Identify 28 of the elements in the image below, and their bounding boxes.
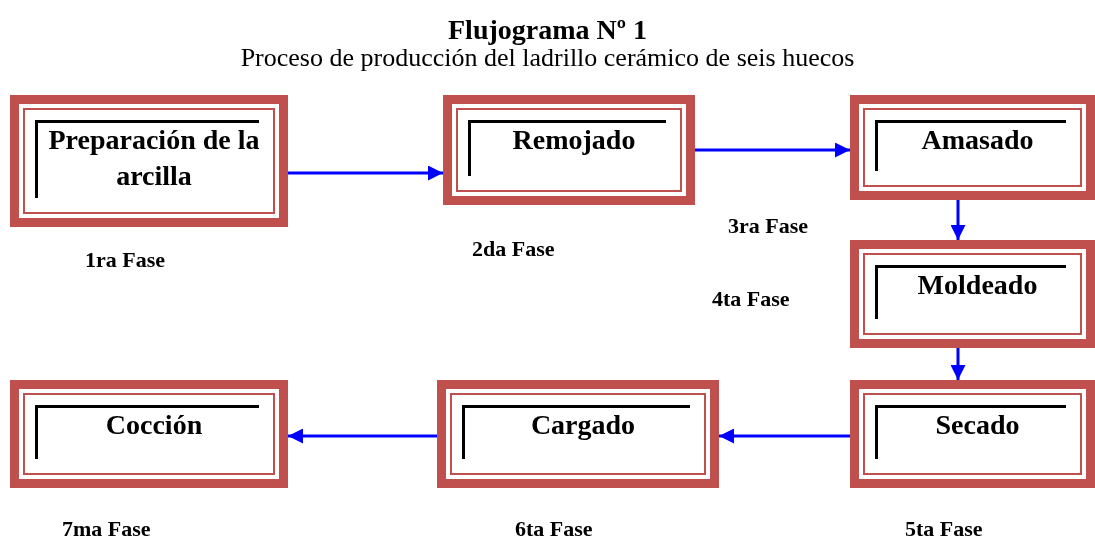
process-box bbox=[850, 380, 1095, 488]
process-box bbox=[443, 95, 695, 205]
box-label: Secado bbox=[934, 408, 1021, 442]
process-box bbox=[850, 95, 1095, 200]
phase-label: 1ra Fase bbox=[85, 247, 166, 273]
box-label: Cargado bbox=[529, 408, 637, 442]
process-box bbox=[10, 95, 288, 227]
phase-label: 5ta Fase bbox=[905, 516, 983, 542]
box-label: Moldeado bbox=[916, 268, 1039, 302]
arrow bbox=[719, 428, 850, 444]
arrow bbox=[288, 165, 443, 181]
arrow bbox=[950, 200, 966, 240]
phase-label: 7ma Fase bbox=[62, 516, 151, 542]
box-label: Preparación de la arcilla bbox=[47, 123, 261, 193]
box-label: Remojado bbox=[511, 123, 637, 157]
arrow bbox=[950, 348, 966, 380]
box-label: Amasado bbox=[920, 123, 1035, 157]
box-label: Cocción bbox=[104, 408, 204, 442]
phase-label: 4ta Fase bbox=[712, 286, 790, 312]
diagram-title: Flujograma Nº 1 bbox=[448, 14, 647, 45]
arrow bbox=[695, 142, 850, 158]
phase-label: 6ta Fase bbox=[515, 516, 593, 542]
phase-label: 2da Fase bbox=[472, 236, 555, 262]
process-box bbox=[850, 240, 1095, 348]
process-box bbox=[437, 380, 719, 488]
process-box bbox=[10, 380, 288, 488]
arrow bbox=[288, 428, 437, 444]
phase-label: 3ra Fase bbox=[728, 213, 809, 239]
